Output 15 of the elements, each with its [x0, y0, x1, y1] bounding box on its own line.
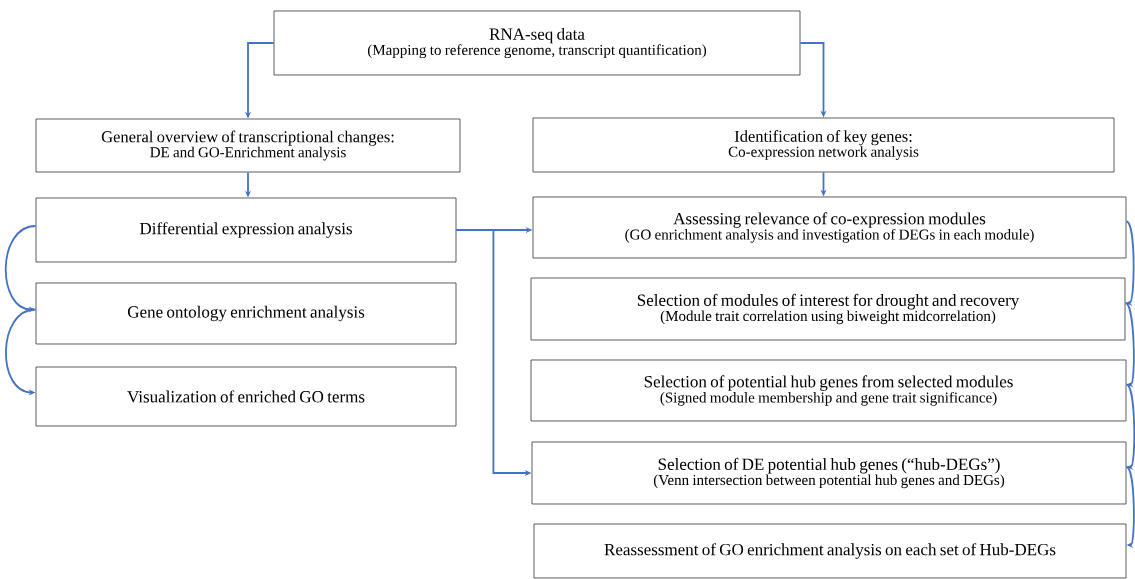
process-box: Selection of modules of interest for drought and recovery (Module trait correlation using biweight midcorrelation) — [530, 277, 1126, 341]
process-box: RNA-seq data (Mapping to reference genome, transcript quantification) — [273, 10, 801, 76]
process-box: Selection of potential hub genes from selected modules (Signed module membership and gene trait significance) — [530, 359, 1127, 422]
process-box: Gene ontology enrichment analysis — [35, 282, 457, 345]
process-box: Assessing relevance of co-expression modules (GO enrichment analysis and investigation of DEGs in each module) — [532, 196, 1127, 259]
arrow — [1125, 220, 1135, 307]
arrow — [1125, 466, 1135, 549]
process-box: Reassessment of GO enrichment analysis on each set of Hub-DEGs — [533, 523, 1127, 579]
process-box: Identification of key genes: Co-expression network analysis — [532, 117, 1115, 173]
process-box: Selection of DE potential hub genes (“hub-DEGs”) (Venn intersection between potential hub genes and DEGs) — [531, 441, 1127, 505]
arrow — [1125, 383, 1135, 471]
process-box: Differential expression analysis — [35, 197, 457, 263]
arrow — [1124, 302, 1135, 388]
process-box: Visualization of enriched GO terms — [35, 366, 457, 427]
process-box: General overview of transcriptional changes: DE and GO-Enrichment analysis — [35, 118, 461, 173]
